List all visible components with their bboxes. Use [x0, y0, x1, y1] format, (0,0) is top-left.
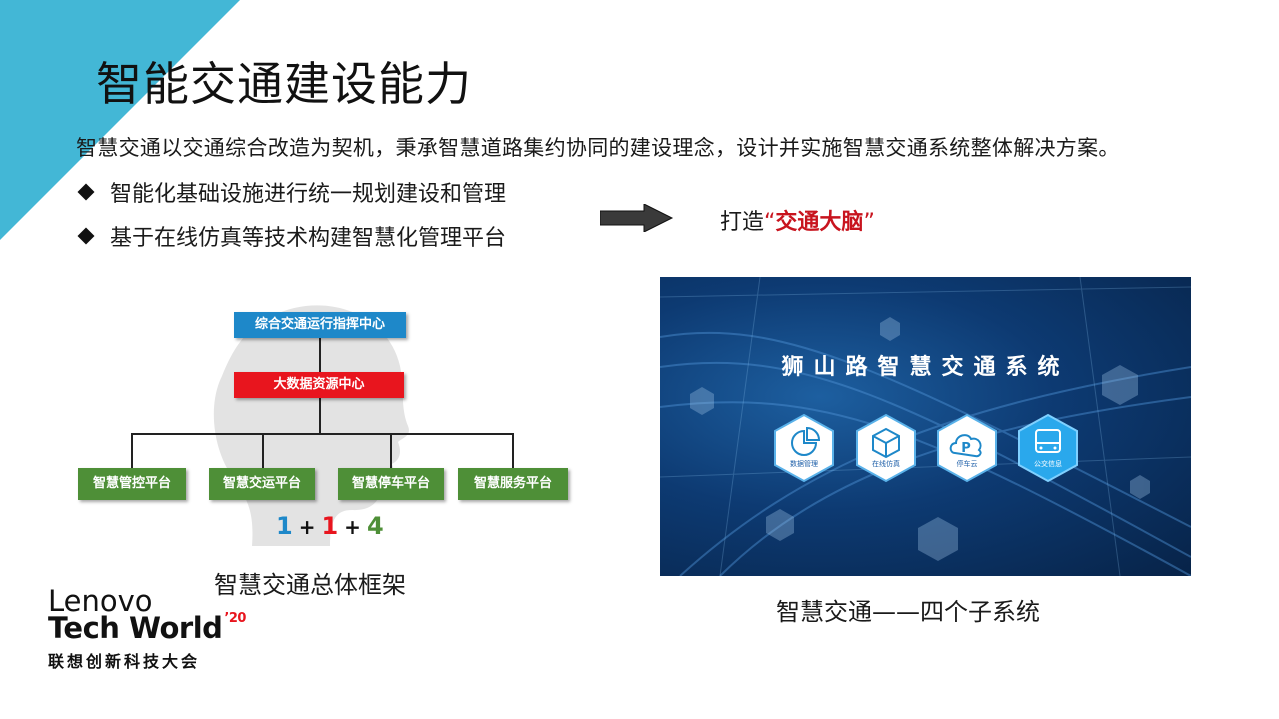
formula-num: 1: [276, 512, 293, 540]
platform-box: 智慧停车平台: [338, 468, 444, 500]
platform-box: 智慧管控平台: [78, 468, 186, 500]
bullet-item: 智能化基础设施进行统一规划建设和管理: [77, 176, 507, 208]
panel-title: 狮山路智慧交通系统: [781, 355, 1070, 380]
connector-line: [131, 433, 133, 468]
subsystem-label: 数据管理: [790, 460, 818, 468]
corner-decoration: [0, 0, 240, 240]
connector-line: [319, 398, 321, 434]
connector-line: [390, 433, 392, 468]
pie-chart-icon: [774, 413, 834, 483]
brain-highlight: 交通大脑: [775, 210, 864, 235]
slide-title: 智能交通建设能力: [96, 57, 472, 111]
subsystems-panel: 狮山路智慧交通系统 数据管理 在线仿真 P 停车云: [660, 277, 1191, 576]
formula-num: 4: [366, 512, 384, 540]
connector-line: [319, 338, 321, 372]
subsystem-label: 停车云: [956, 460, 978, 468]
formula-plus: +: [344, 515, 361, 539]
data-center-box: 大数据资源中心: [234, 372, 404, 398]
formula: 1+1+4: [276, 512, 384, 540]
logo-techworld-text: Tech World: [48, 611, 223, 645]
diamond-bullet-icon: [77, 227, 95, 245]
svg-text:P: P: [961, 441, 971, 456]
subsystem-tile: 数据管理: [772, 413, 836, 483]
bullet-text: 基于在线仿真等技术构建智慧化管理平台: [110, 226, 507, 251]
parking-cloud-icon: P: [937, 413, 997, 483]
logo-subtitle: 联想创新科技大会: [48, 652, 201, 671]
right-arrow-icon: [600, 204, 674, 232]
subsystem-tile: P 停车云: [935, 413, 999, 483]
formula-num: 1: [321, 512, 339, 540]
subsystem-tile: 公交信息: [1016, 413, 1080, 483]
subsystem-label: 公交信息: [1034, 460, 1062, 468]
cube-icon: [856, 413, 916, 483]
platform-box: 智慧服务平台: [458, 468, 568, 500]
close-quote: ”: [863, 210, 875, 235]
logo-year: ’20: [224, 611, 246, 626]
framework-caption: 智慧交通总体框架: [214, 571, 406, 599]
bullet-text: 智能化基础设施进行统一规划建设和管理: [110, 182, 507, 207]
subsystem-label: 在线仿真: [872, 460, 900, 468]
highway-background: [660, 277, 1191, 576]
formula-plus: +: [298, 515, 316, 539]
intro-text: 智慧交通以交通综合改造为契机，秉承智慧道路集约协同的建设理念，设计并实施智慧交通…: [76, 136, 1120, 160]
subsystems-caption: 智慧交通——四个子系统: [776, 598, 1040, 626]
open-quote: “: [764, 210, 776, 235]
brain-prefix: 打造: [720, 210, 765, 235]
logo-techworld: Tech World’20: [48, 611, 246, 645]
diamond-bullet-icon: [77, 183, 95, 201]
connector-line: [131, 433, 513, 435]
connector-line: [512, 433, 514, 468]
platform-box: 智慧交运平台: [209, 468, 315, 500]
bus-icon: [1018, 413, 1078, 483]
subsystem-tile: 在线仿真: [854, 413, 918, 483]
framework-diagram: 综合交通运行指挥中心 大数据资源中心 智慧管控平台 智慧交运平台 智慧停车平台 …: [72, 296, 592, 556]
bullet-item: 基于在线仿真等技术构建智慧化管理平台: [77, 220, 507, 252]
command-center-box: 综合交通运行指挥中心: [234, 312, 406, 338]
connector-line: [262, 433, 264, 468]
logo-lenovo: Lenovo: [48, 584, 153, 618]
brain-statement: 打造“交通大脑”: [720, 204, 875, 236]
